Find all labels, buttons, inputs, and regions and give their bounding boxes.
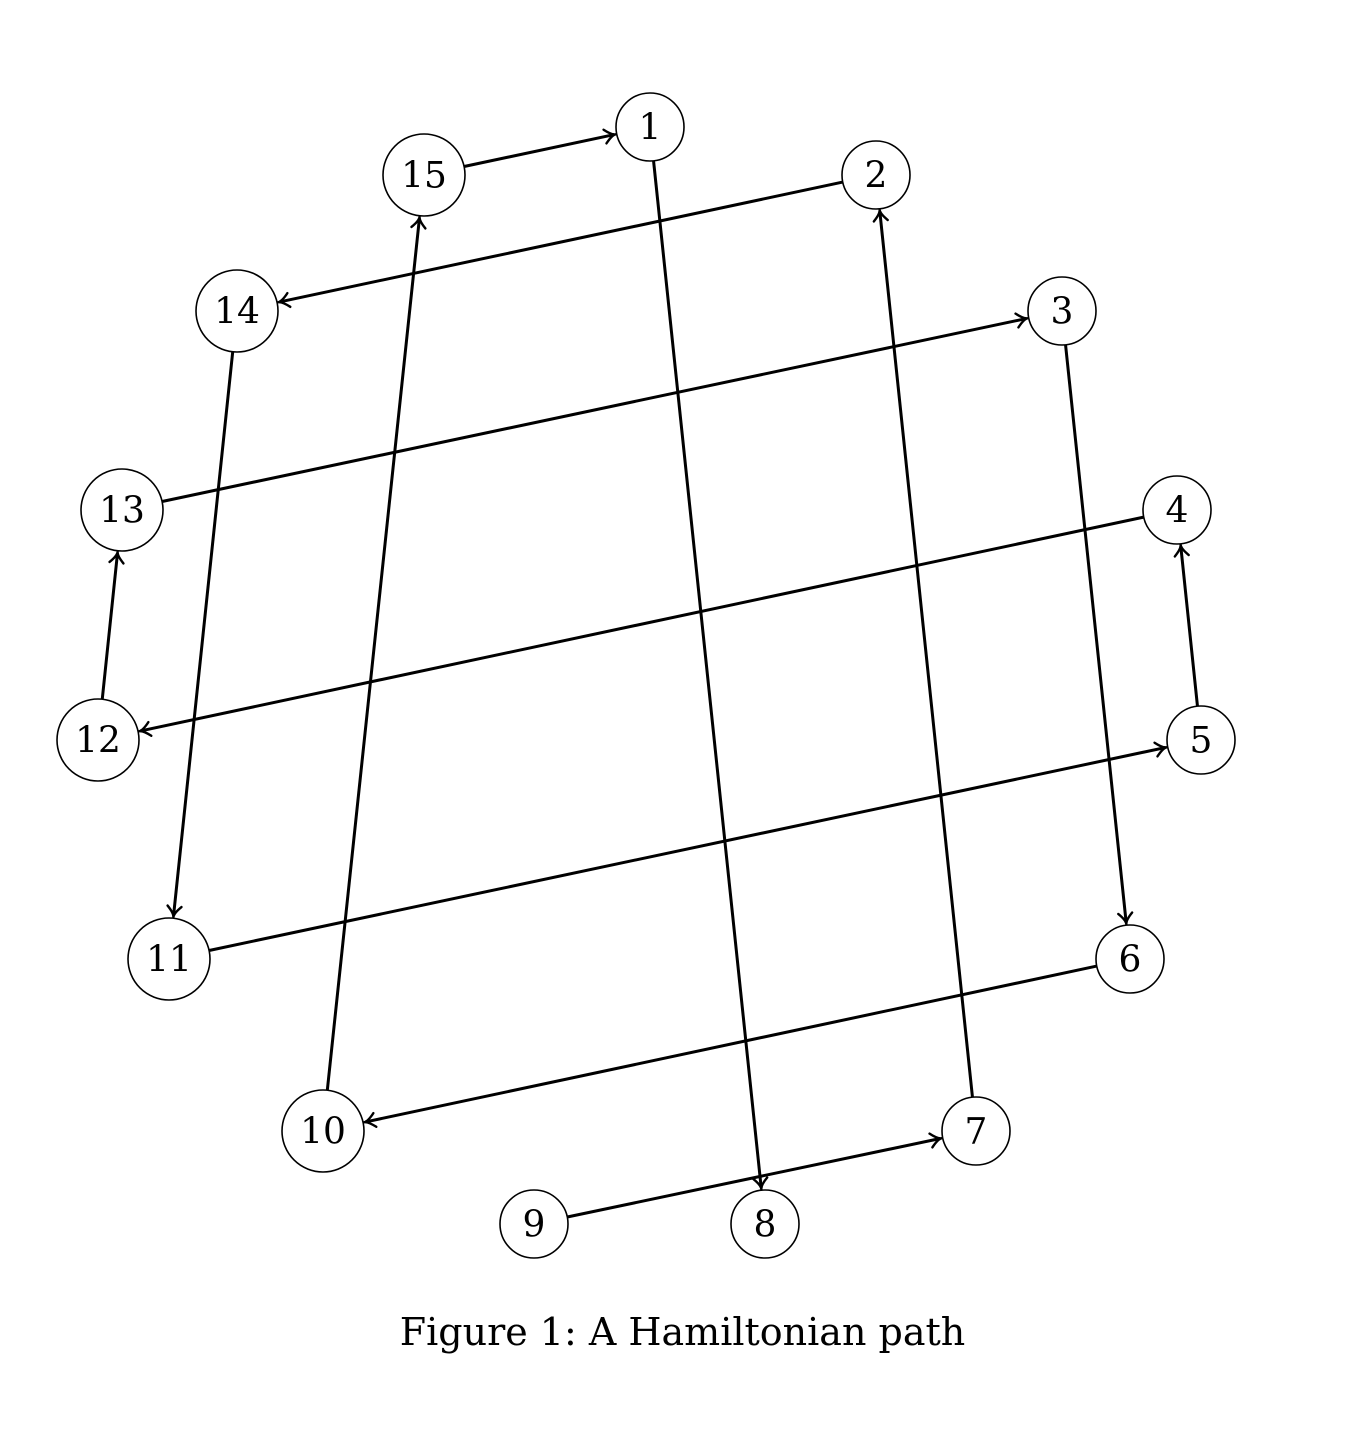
node-label: 3 <box>1051 292 1074 333</box>
node-label: 15 <box>401 156 447 197</box>
edge-1-to-8 <box>652 160 769 1191</box>
edge-15-to-1 <box>463 128 617 168</box>
arrowhead-icon <box>872 208 889 223</box>
node-12: 12 <box>56 698 140 782</box>
node-3: 3 <box>1027 276 1097 346</box>
arrowhead-icon <box>602 128 617 145</box>
node-circle <box>127 917 211 1001</box>
edge-6-to-10 <box>362 964 1098 1128</box>
node-circle <box>281 1089 365 1173</box>
node-circle <box>941 1096 1011 1166</box>
edge-line <box>100 553 119 700</box>
edge-12-to-13 <box>100 550 125 700</box>
node-circle <box>841 140 911 210</box>
node-14: 14 <box>195 269 279 353</box>
node-11: 11 <box>127 917 211 1001</box>
edge-13-to-3 <box>161 312 1029 503</box>
edge-line <box>140 515 1145 733</box>
node-label: 9 <box>523 1205 546 1246</box>
node-1: 1 <box>615 92 685 162</box>
edge-line <box>279 180 844 304</box>
edge-line <box>325 218 421 1091</box>
node-5: 5 <box>1166 705 1236 775</box>
node-4: 4 <box>1142 475 1212 545</box>
arrowhead-icon <box>1014 312 1029 329</box>
edge-9-to-7 <box>566 1132 943 1219</box>
node-label: 8 <box>754 1205 777 1246</box>
edge-4-to-12 <box>137 515 1145 737</box>
edge-5-to-4 <box>1173 543 1199 707</box>
node-7: 7 <box>941 1096 1011 1166</box>
node-6: 6 <box>1095 924 1165 994</box>
node-circle <box>56 698 140 782</box>
arrowhead-icon <box>108 550 125 565</box>
edge-line <box>365 964 1098 1124</box>
node-label: 14 <box>214 292 260 333</box>
arrowhead-icon <box>752 1176 769 1191</box>
node-circle <box>382 133 466 217</box>
node-label: 5 <box>1190 721 1213 762</box>
node-10: 10 <box>281 1089 365 1173</box>
arrowhead-icon <box>362 1111 378 1128</box>
node-label: 6 <box>1119 940 1142 981</box>
node-9: 9 <box>499 1189 569 1259</box>
node-15: 15 <box>382 133 466 217</box>
node-circle <box>1142 475 1212 545</box>
node-label: 4 <box>1166 491 1189 532</box>
arrowhead-icon <box>166 904 183 919</box>
arrowhead-icon <box>928 1132 943 1149</box>
node-13: 13 <box>80 468 164 552</box>
figure-caption: Figure 1: A Hamiltonian path <box>399 1310 966 1354</box>
node-circle <box>615 92 685 162</box>
node-circle <box>1166 705 1236 775</box>
edge-line <box>878 211 974 1098</box>
edge-11-to-5 <box>208 741 1168 952</box>
arrowhead-icon <box>276 291 292 309</box>
node-label: 7 <box>965 1112 988 1153</box>
node-circle <box>80 468 164 552</box>
node-circle <box>1027 276 1097 346</box>
edge-line <box>208 746 1166 952</box>
node-label: 2 <box>865 156 888 197</box>
edge-10-to-15 <box>325 215 427 1091</box>
node-circle <box>730 1189 800 1259</box>
edge-2-to-14 <box>276 180 844 309</box>
edge-14-to-11 <box>166 351 235 919</box>
node-label: 11 <box>146 940 192 981</box>
node-circle <box>1095 924 1165 994</box>
arrowhead-icon <box>1173 543 1190 558</box>
node-label: 1 <box>639 108 662 149</box>
node-8: 8 <box>730 1189 800 1259</box>
edge-line <box>172 351 235 916</box>
edge-7-to-2 <box>872 208 974 1098</box>
node-label: 13 <box>99 491 145 532</box>
node-label: 10 <box>300 1112 346 1153</box>
node-circle <box>195 269 279 353</box>
edge-3-to-6 <box>1064 344 1134 926</box>
arrowhead-icon <box>137 720 153 737</box>
edges-layer <box>100 128 1199 1219</box>
edge-line <box>1064 344 1128 923</box>
edge-line <box>463 133 615 168</box>
arrowhead-icon <box>1117 911 1134 926</box>
edge-line <box>161 317 1027 503</box>
node-2: 2 <box>841 140 911 210</box>
node-label: 12 <box>75 721 121 762</box>
arrowhead-icon <box>410 215 427 230</box>
edge-line <box>1179 546 1199 707</box>
edge-line <box>652 160 763 1188</box>
edge-line <box>566 1137 941 1219</box>
node-circle <box>499 1189 569 1259</box>
arrowhead-icon <box>1153 741 1168 758</box>
